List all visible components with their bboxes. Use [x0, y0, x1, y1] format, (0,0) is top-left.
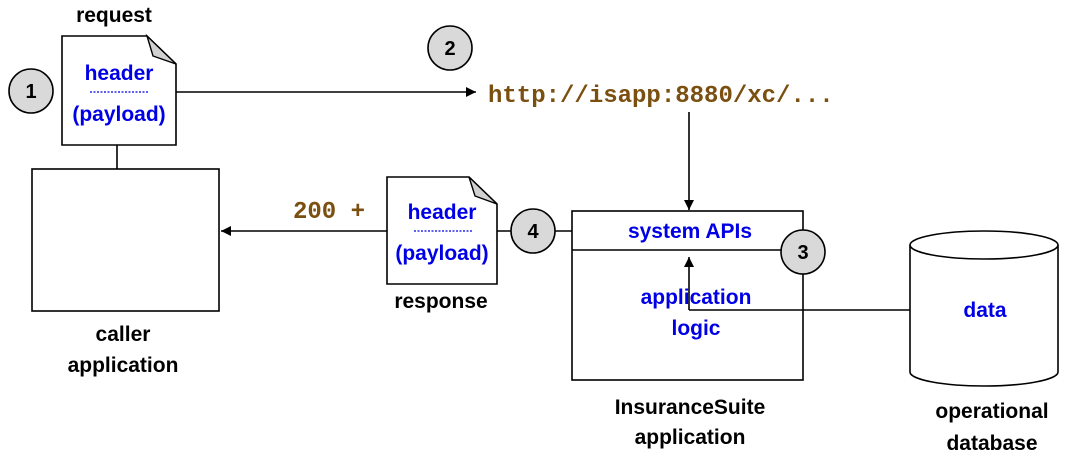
step-1-badge: 1 [8, 68, 54, 114]
svg-text:4: 4 [527, 221, 539, 243]
request-header-text: header [85, 62, 154, 85]
caller-application-box [31, 168, 220, 312]
step-2-badge: 2 [427, 25, 473, 71]
database-cylinder [909, 230, 1059, 387]
suite-label-line1: InsuranceSuite [615, 396, 766, 419]
request-document: header (payload) [61, 33, 177, 146]
db-label-line1: operational [935, 400, 1048, 423]
step-4-badge: 4 [510, 208, 556, 254]
db-data-label: data [963, 299, 1007, 322]
request-label: request [76, 4, 152, 27]
caller-label-line2: application [68, 354, 179, 377]
svg-text:1: 1 [25, 81, 36, 103]
suite-label-line2: application [635, 426, 746, 449]
insurancesuite-box [571, 210, 804, 381]
svg-text:2: 2 [444, 38, 455, 60]
application-logic-line2: logic [671, 317, 720, 340]
response-document: header (payload) [386, 176, 498, 285]
request-payload-text: (payload) [72, 103, 165, 126]
db-label-line2: database [946, 432, 1037, 455]
response-label: response [394, 290, 487, 313]
system-apis-label: system APIs [628, 220, 752, 243]
response-header-text: header [408, 201, 477, 224]
response-status: 200 + [293, 199, 365, 226]
caller-label-line1: caller [96, 323, 151, 346]
response-payload-text: (payload) [395, 242, 488, 265]
step-3-badge: 3 [780, 229, 826, 275]
application-logic-line1: application [641, 286, 752, 309]
svg-text:3: 3 [797, 242, 808, 264]
endpoint-url: http://isapp:8880/xc/... [488, 83, 834, 110]
